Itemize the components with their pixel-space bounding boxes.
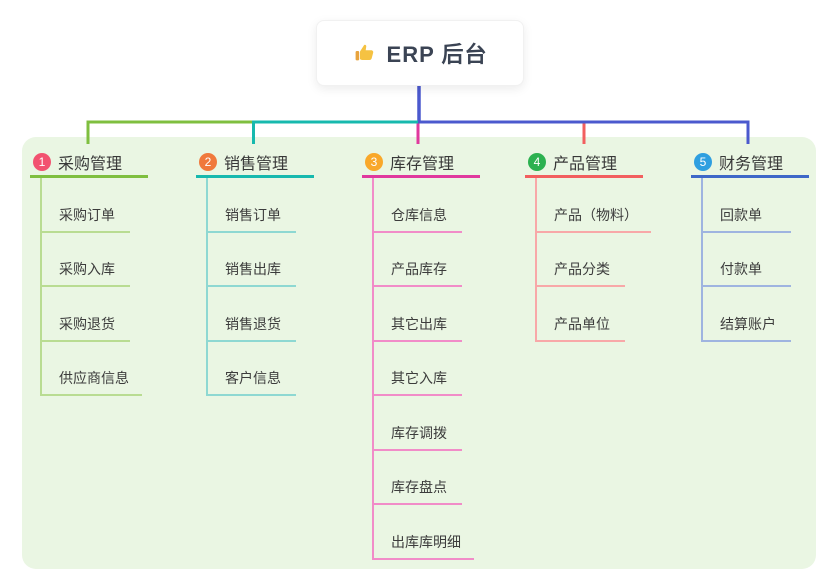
- branch-item-label: 产品库存: [391, 261, 447, 277]
- branch-sales: 2 销售管理 销售订单销售出库销售退货客户信息: [196, 148, 314, 396]
- branch-item[interactable]: 其它出库: [374, 287, 462, 342]
- branch-header[interactable]: 3 库存管理: [362, 148, 480, 178]
- branch-item[interactable]: 库存调拨: [374, 396, 462, 451]
- branch-item[interactable]: 结算账户: [703, 287, 791, 342]
- branch-item[interactable]: 付款单: [703, 233, 791, 287]
- branch-label: 库存管理: [390, 155, 455, 173]
- branch-item[interactable]: 销售订单: [208, 178, 296, 233]
- branch-item-label: 客户信息: [225, 370, 281, 386]
- branch-number-badge: 3: [365, 152, 383, 171]
- branch-item-label: 出库库明细: [391, 533, 461, 550]
- branch-item[interactable]: 产品分类: [537, 233, 625, 287]
- branch-item[interactable]: 采购订单: [42, 178, 130, 233]
- branch-item[interactable]: 出库库明细: [374, 505, 474, 560]
- branch-product: 4 产品管理 产品（物料） 产品分类产品单位: [525, 148, 651, 342]
- branch-item[interactable]: 产品单位: [537, 287, 625, 342]
- branch-item-label: 产品分类: [554, 261, 610, 277]
- branch-purchase: 1 采购管理 采购订单采购入库采购退货供应商信息: [30, 148, 148, 396]
- root-title: ERP 后台: [386, 42, 488, 67]
- branch-item-label: 付款单: [720, 261, 762, 277]
- branch-label: 销售管理: [224, 155, 289, 173]
- branch-label: 采购管理: [58, 155, 123, 173]
- branch-item[interactable]: 产品库存: [374, 233, 462, 287]
- branch-items: 仓库信息产品库存其它出库其它入库库存调拨库存盘点出库库明细: [372, 178, 474, 560]
- branch-item-label: 结算账户: [720, 315, 776, 332]
- branch-label: 财务管理: [719, 155, 784, 173]
- thumbs-up-icon: [353, 41, 377, 65]
- branch-item[interactable]: 供应商信息: [42, 342, 142, 396]
- branch-number-badge: 4: [528, 152, 546, 171]
- branch-item[interactable]: 销售退货: [208, 287, 296, 342]
- branch-item-label: 采购退货: [59, 315, 115, 332]
- branch-item[interactable]: 产品（物料）: [537, 178, 651, 233]
- branch-item-label: 产品（物料）: [554, 206, 638, 223]
- branch-item-label: 销售退货: [225, 315, 281, 332]
- branch-item[interactable]: 库存盘点: [374, 451, 462, 505]
- branch-header[interactable]: 1 采购管理: [30, 148, 148, 178]
- branch-items: 回款单付款单结算账户: [701, 178, 791, 342]
- branch-header[interactable]: 2 销售管理: [196, 148, 314, 178]
- branch-inventory: 3 库存管理 仓库信息产品库存其它出库其它入库库存调拨库存盘点出库库明细: [362, 148, 480, 560]
- branch-items: 销售订单销售出库销售退货客户信息: [206, 178, 296, 396]
- branch-item-label: 仓库信息: [391, 206, 447, 223]
- branch-item[interactable]: 客户信息: [208, 342, 296, 396]
- branch-item[interactable]: 其它入库: [374, 342, 462, 396]
- branch-label: 产品管理: [553, 155, 618, 173]
- branch-item-label: 库存调拨: [391, 424, 447, 441]
- branches-panel: [22, 137, 816, 569]
- branch-item-label: 供应商信息: [59, 370, 129, 386]
- branch-number-badge: 2: [199, 152, 217, 171]
- branch-item-label: 库存盘点: [391, 479, 447, 495]
- branch-item[interactable]: 采购入库: [42, 233, 130, 287]
- branch-item[interactable]: 仓库信息: [374, 178, 462, 233]
- branch-items: 产品（物料） 产品分类产品单位: [535, 178, 651, 342]
- branch-number-badge: 1: [33, 152, 51, 171]
- branch-item-label: 其它出库: [391, 315, 447, 332]
- branch-item[interactable]: 销售出库: [208, 233, 296, 287]
- branch-number-badge: 5: [694, 152, 712, 171]
- branch-item-label: 销售出库: [225, 261, 281, 277]
- branch-finance: 5 财务管理 回款单付款单结算账户: [691, 148, 809, 342]
- branch-item-label: 销售订单: [225, 206, 281, 223]
- branch-item-label: 产品单位: [554, 315, 610, 332]
- branch-item-label: 采购订单: [59, 206, 115, 223]
- branch-item[interactable]: 采购退货: [42, 287, 130, 342]
- branch-item-label: 采购入库: [59, 261, 115, 277]
- branch-item-label: 回款单: [720, 206, 762, 223]
- branch-item-label: 其它入库: [391, 370, 447, 386]
- branch-item[interactable]: 回款单: [703, 178, 791, 233]
- branch-header[interactable]: 5 财务管理: [691, 148, 809, 178]
- branch-header[interactable]: 4 产品管理: [525, 148, 643, 178]
- root-node[interactable]: ERP 后台: [316, 20, 524, 86]
- branch-items: 采购订单采购入库采购退货供应商信息: [40, 178, 142, 396]
